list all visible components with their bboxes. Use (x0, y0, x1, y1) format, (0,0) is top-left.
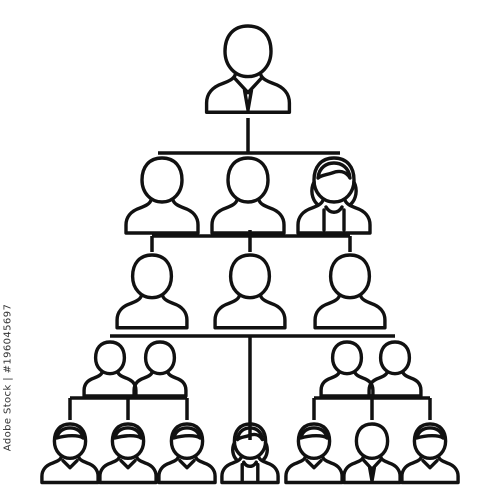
level2-person-3-icon (296, 156, 372, 235)
connector-lines (68, 118, 432, 440)
level5-person-3-icon (157, 422, 217, 485)
level5-person-7-icon (400, 422, 460, 485)
level5-person-4-icon (220, 422, 280, 485)
level4-person-3-icon (319, 340, 375, 398)
level3-person-2-icon (213, 253, 287, 330)
level5-person-6-icon (342, 422, 402, 485)
level2-person-2-icon (210, 156, 286, 235)
level3-person-3-icon (313, 253, 387, 330)
level4-person-4-icon (367, 340, 423, 398)
level5-person-2-icon (98, 422, 158, 485)
level4-person-1-icon (82, 340, 138, 398)
people-icons (40, 24, 460, 485)
level4-person-2-icon (132, 340, 188, 398)
level3-person-1-icon (115, 253, 189, 330)
level1-person-1-icon (204, 24, 292, 114)
stock-image-id: Adobe Stock | #196045697 (2, 303, 14, 452)
level5-person-1-icon (40, 422, 100, 485)
level2-person-1-icon (124, 156, 200, 235)
level5-person-5-icon (284, 422, 344, 485)
